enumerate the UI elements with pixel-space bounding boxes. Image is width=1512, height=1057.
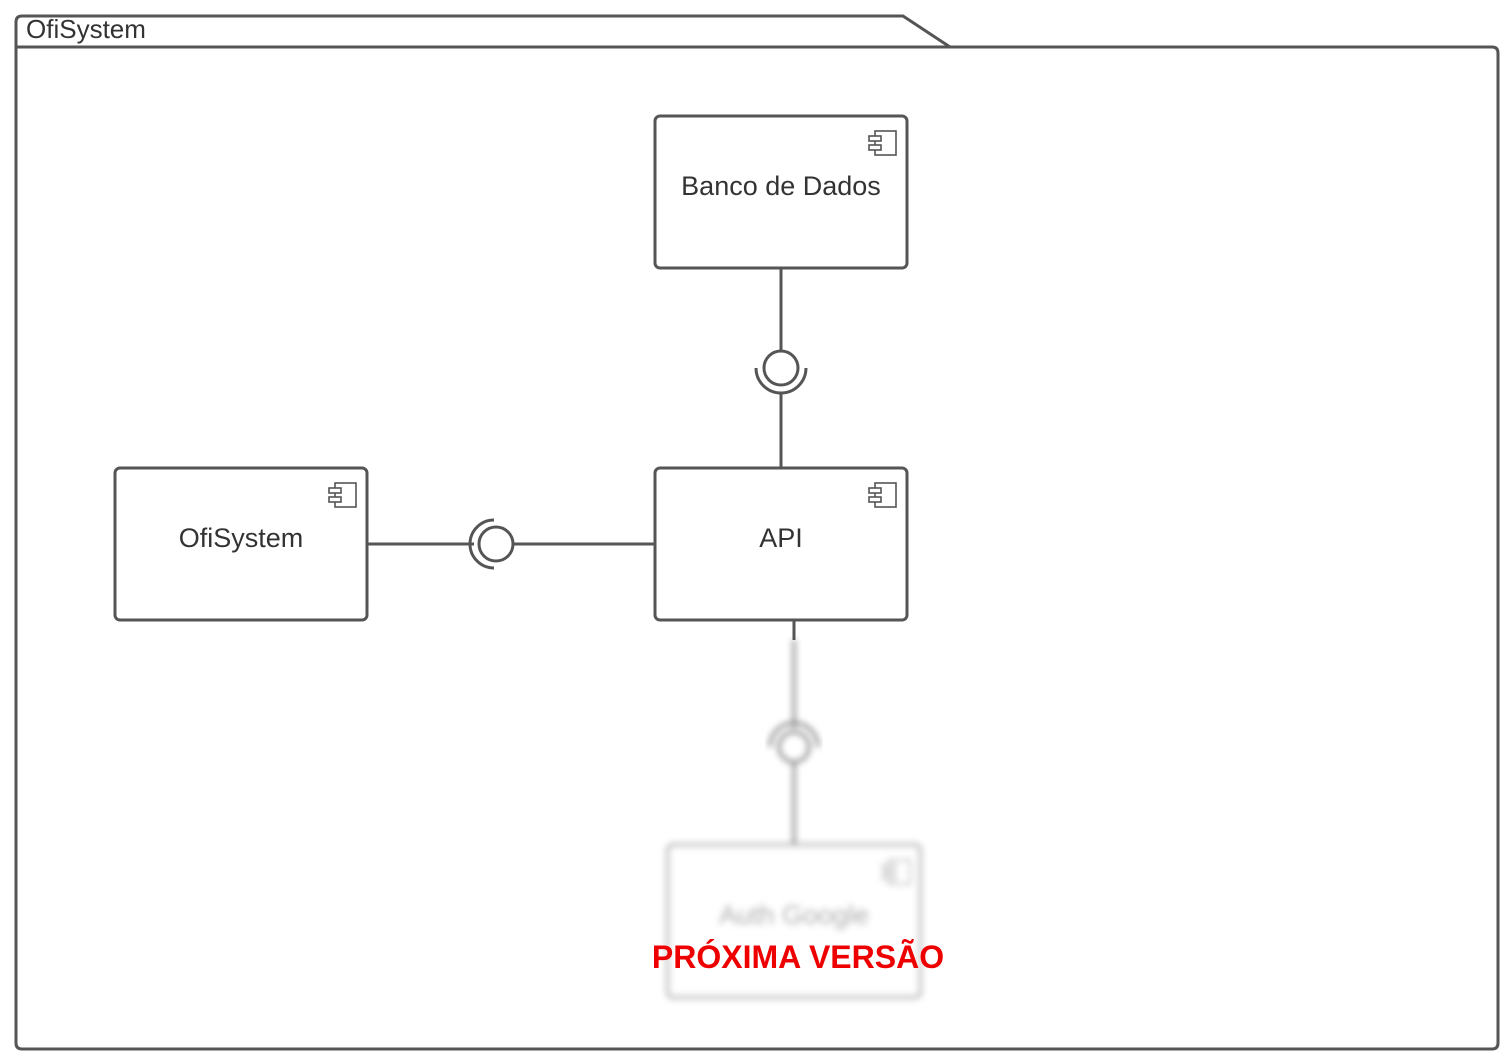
component-icon [868,130,897,156]
component-label: Auth Google [719,900,869,930]
package-frame: OfiSystem [14,14,1500,1051]
provided-interface-icon [762,349,800,387]
required-interface-icon [468,518,495,570]
component-ofisystem[interactable]: OfiSystem [113,466,369,622]
component-icon [882,859,911,885]
next-version-note: PRÓXIMA VERSÃO [652,939,944,975]
component-label: Banco de Dados [681,171,881,201]
component-icon [868,482,897,508]
connector-banco-api [754,268,808,468]
component-label: API [759,523,803,553]
provided-interface-icon [477,525,515,563]
package-title: OfiSystem [26,14,146,44]
component-banco-de-dados[interactable]: Banco de Dados [653,114,909,270]
component-icon [328,482,357,508]
component-auth-google: Auth Google [666,843,922,999]
connector-api-auth [768,620,820,845]
component-label: OfiSystem [179,523,304,553]
connector-ofisystem-api [368,518,655,570]
component-api[interactable]: API [653,466,909,622]
required-interface-icon [754,367,808,395]
